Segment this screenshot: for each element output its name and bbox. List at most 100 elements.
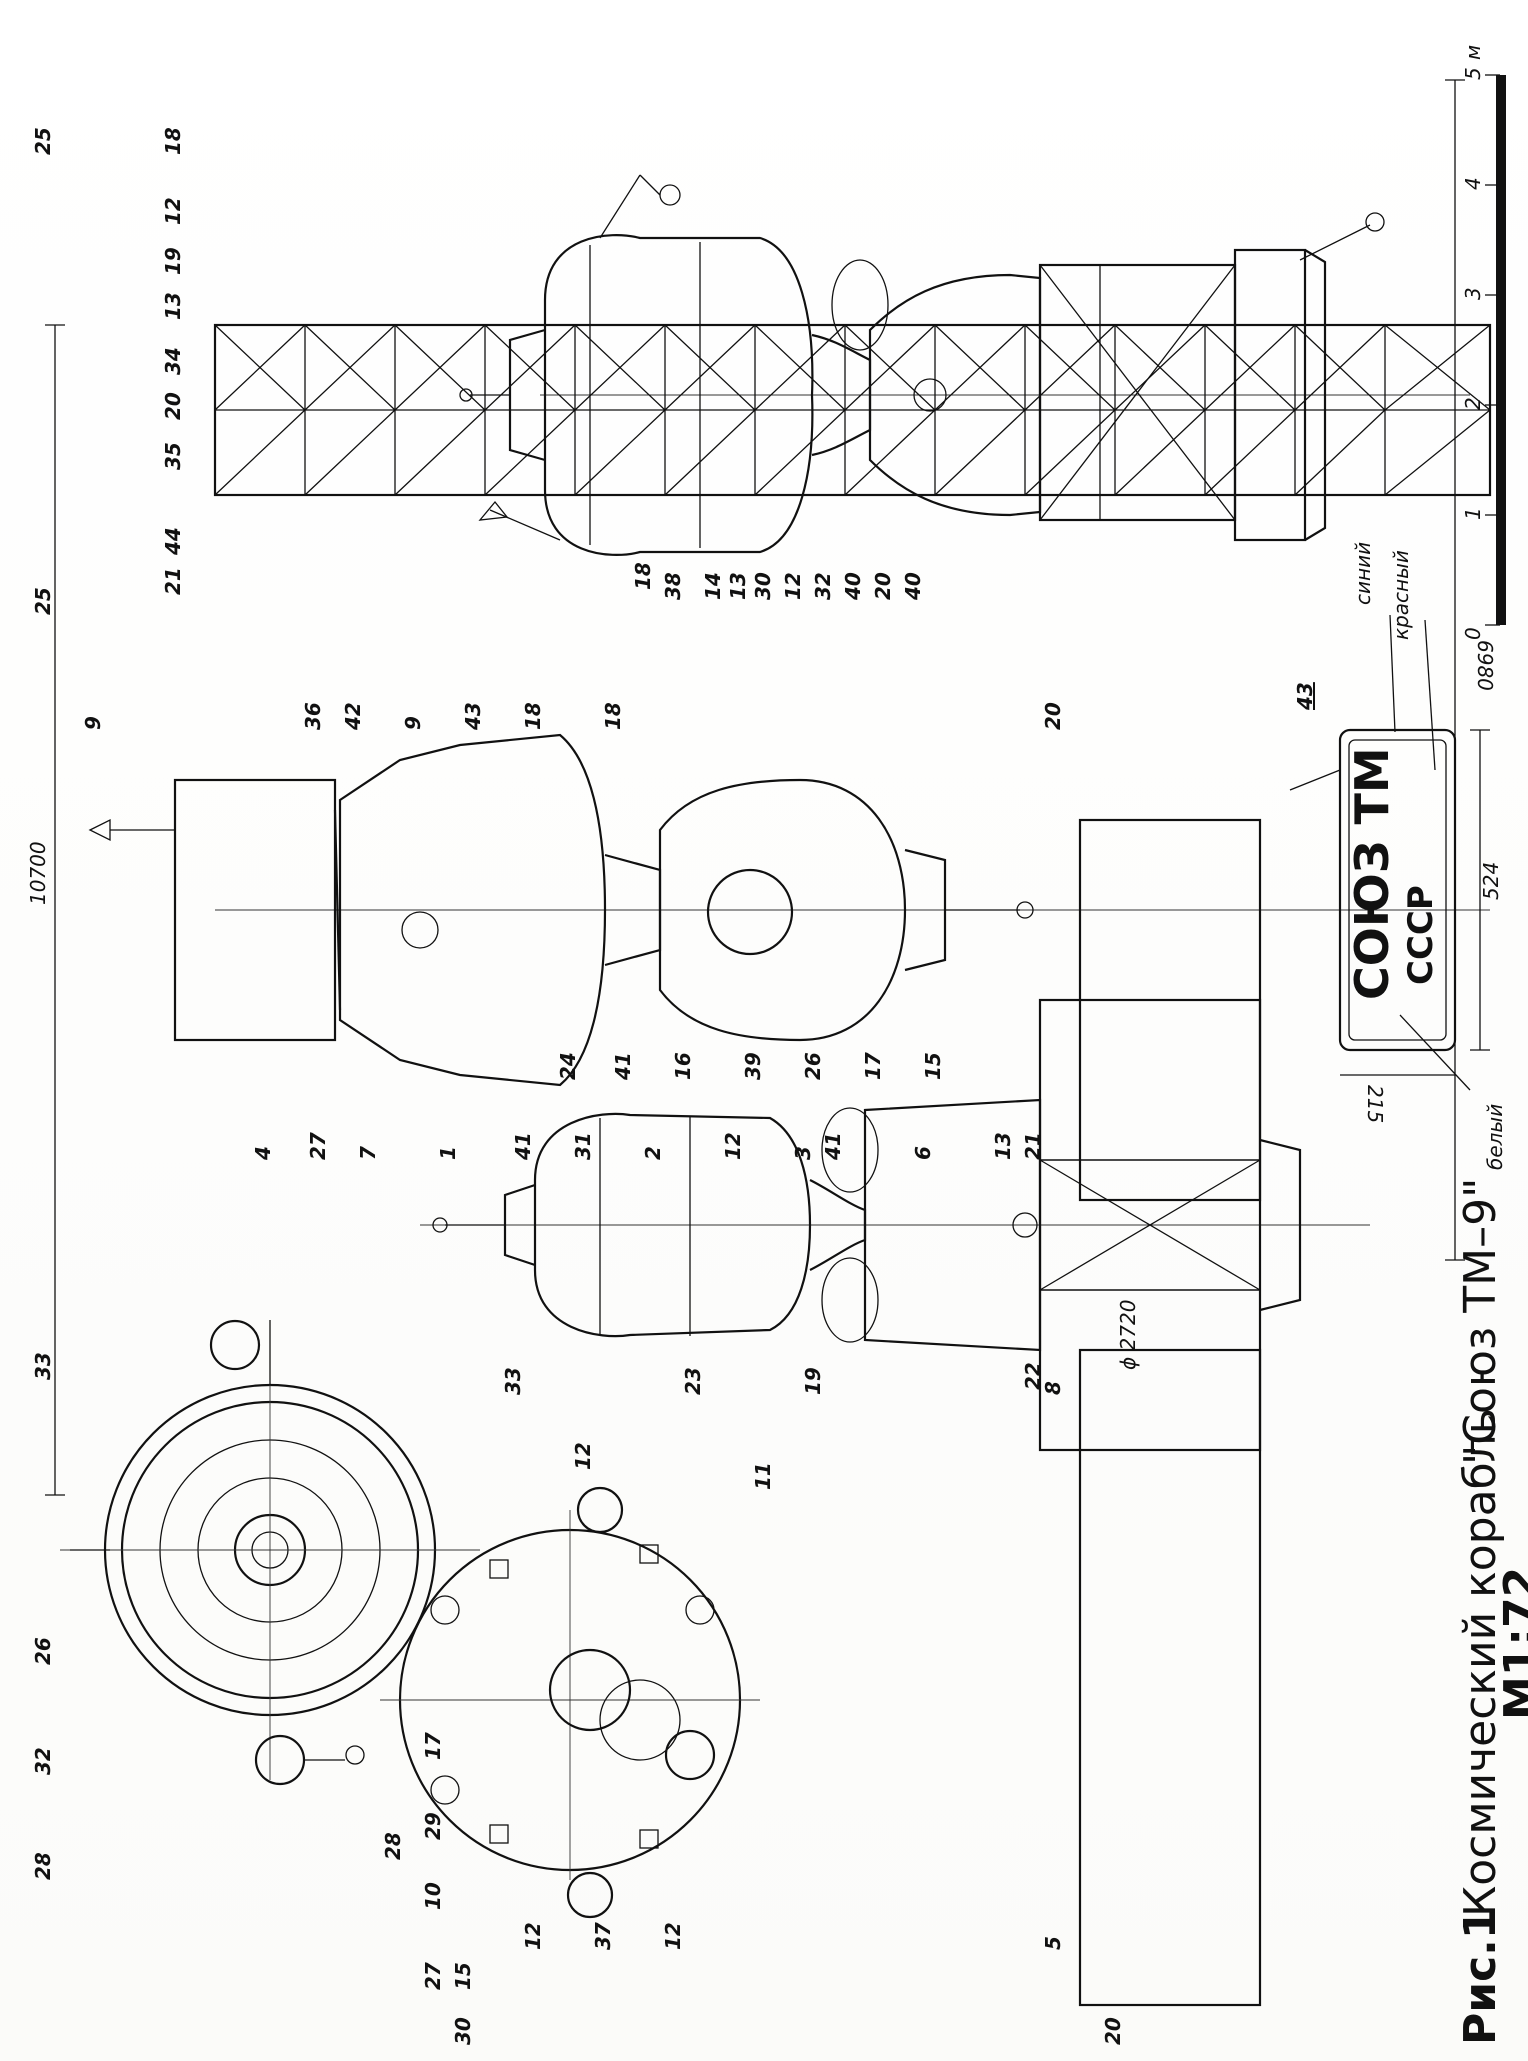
callout-32-b: 32 xyxy=(811,572,835,600)
solar-array-lower xyxy=(1078,818,1262,2007)
callout-26: 26 xyxy=(31,1637,55,1665)
callout-13: 13 xyxy=(726,572,750,600)
scale-tick-3: 3 xyxy=(1461,287,1485,300)
callout-27-b: 27 xyxy=(306,1132,330,1160)
callout-28-b: 28 xyxy=(381,1832,405,1860)
dim-plate-width: 524 xyxy=(1479,862,1503,900)
scale-tick-1: 1 xyxy=(1461,507,1485,520)
callout-41-b: 41 xyxy=(511,1132,535,1161)
end-view-upper xyxy=(60,1319,480,1786)
callout-39: 39 xyxy=(741,1052,765,1080)
callout-27: 27 xyxy=(421,1962,445,1990)
callout-40-b: 40 xyxy=(901,572,925,601)
callout-12-c: 12 xyxy=(721,1132,745,1160)
callout-10: 10 xyxy=(421,1882,445,1910)
side-view-lower xyxy=(420,998,1370,1452)
callout-13-c: 13 xyxy=(991,1132,1015,1160)
callout-44: 44 xyxy=(161,527,185,556)
callout-7: 7 xyxy=(356,1146,380,1160)
side-view-upper xyxy=(459,174,1470,556)
callout-12-f: 12 xyxy=(661,1922,685,1950)
scale-tick-0: 0 xyxy=(1461,627,1485,640)
top-view-trusses xyxy=(45,323,1492,1496)
end-view-lower xyxy=(380,1486,760,1919)
dim-span: 10700 xyxy=(26,841,50,905)
callout-2: 2 xyxy=(641,1146,665,1160)
callout-19-b: 19 xyxy=(801,1367,825,1395)
callout-12-b: 12 xyxy=(161,197,185,225)
callout-12: 12 xyxy=(781,572,805,600)
scale-tick-2: 2 xyxy=(1461,397,1485,410)
callout-36: 36 xyxy=(301,702,325,730)
callout-17-b: 17 xyxy=(861,1052,885,1080)
callout-38: 38 xyxy=(661,572,685,600)
callout-21-b: 21 xyxy=(1021,1132,1045,1160)
callout-35: 35 xyxy=(161,442,185,470)
length-dimension xyxy=(1445,79,1465,1261)
plate-color-red: красный xyxy=(1389,550,1413,640)
caption-title: Космический корабль xyxy=(1455,1408,1506,1917)
callout-24: 24 xyxy=(556,1052,580,1080)
scale-tick-5: 5 xyxy=(1461,67,1485,80)
callout-25: 25 xyxy=(31,127,55,155)
callout-26-b: 26 xyxy=(801,1052,825,1080)
callout-30: 30 xyxy=(451,2017,475,2045)
callout-14: 14 xyxy=(701,572,725,600)
callout-12-d: 12 xyxy=(571,1442,595,1470)
callout-13-b: 13 xyxy=(161,292,185,320)
callout-20-c: 20 xyxy=(1041,702,1065,730)
caption-scale: М1:72 xyxy=(1495,1567,1528,1720)
callout-18-c: 18 xyxy=(521,702,545,730)
plate-color-white: белый xyxy=(1483,1104,1507,1170)
scale-unit: м xyxy=(1461,45,1485,60)
callout-11: 11 xyxy=(751,1462,775,1490)
callouts: 25 25 33 26 32 28 29 17 27 15 30 18 38 1… xyxy=(31,127,1125,2045)
callout-29: 29 xyxy=(421,1812,445,1840)
callout-30-b: 30 xyxy=(751,572,775,600)
callout-18: 18 xyxy=(631,562,655,590)
callout-41-c: 41 xyxy=(821,1132,845,1161)
caption-fig: Рис.1 xyxy=(1455,1909,1506,2046)
plate-number: 43 xyxy=(1293,682,1317,711)
callout-34: 34 xyxy=(161,347,185,375)
callout-21: 21 xyxy=(161,567,185,595)
callout-18-b: 18 xyxy=(161,127,185,155)
callout-6: 6 xyxy=(911,1146,935,1160)
callout-20: 20 xyxy=(871,572,895,600)
callout-18-d: 18 xyxy=(601,702,625,730)
callout-15: 15 xyxy=(451,1962,475,1990)
callout-28: 28 xyxy=(31,1852,55,1880)
callout-43: 43 xyxy=(461,702,485,731)
callout-37: 37 xyxy=(591,1922,615,1950)
callout-3: 3 xyxy=(791,1146,815,1160)
callout-20-b: 20 xyxy=(161,392,185,420)
callout-9-b: 9 xyxy=(401,716,425,730)
callout-33-b: 33 xyxy=(501,1367,525,1395)
callout-9: 9 xyxy=(81,716,105,730)
callout-42: 42 xyxy=(341,702,365,731)
callout-40: 40 xyxy=(841,572,865,601)
callout-41: 41 xyxy=(611,1052,635,1081)
name-plate: СОЮЗ ТМ СССР xyxy=(1289,614,1490,1091)
callout-12-e: 12 xyxy=(521,1922,545,1950)
callout-15-b: 15 xyxy=(921,1052,945,1080)
callout-22: 22 xyxy=(1021,1362,1045,1390)
dim-length: 6980 xyxy=(1473,640,1497,691)
callout-8: 8 xyxy=(1041,1381,1065,1395)
scale-bar xyxy=(1485,74,1506,626)
callout-20-d: 20 xyxy=(1101,2017,1125,2045)
callout-32: 32 xyxy=(31,1747,55,1775)
caption-name: "Союз ТМ–9" xyxy=(1455,1178,1506,1465)
plate-line-2: СССР xyxy=(1401,885,1441,985)
scale-tick-4: 4 xyxy=(1461,177,1485,190)
plate-color-blue: синий xyxy=(1351,542,1375,605)
callout-23: 23 xyxy=(681,1367,705,1395)
callout-17: 17 xyxy=(421,1732,445,1760)
callout-19: 19 xyxy=(161,247,185,275)
dim-plate-height: 215 xyxy=(1363,1085,1387,1123)
callout-16: 16 xyxy=(671,1052,695,1080)
callout-5: 5 xyxy=(1041,1936,1065,1950)
dim-diameter: ϕ 2720 xyxy=(1116,1300,1140,1370)
